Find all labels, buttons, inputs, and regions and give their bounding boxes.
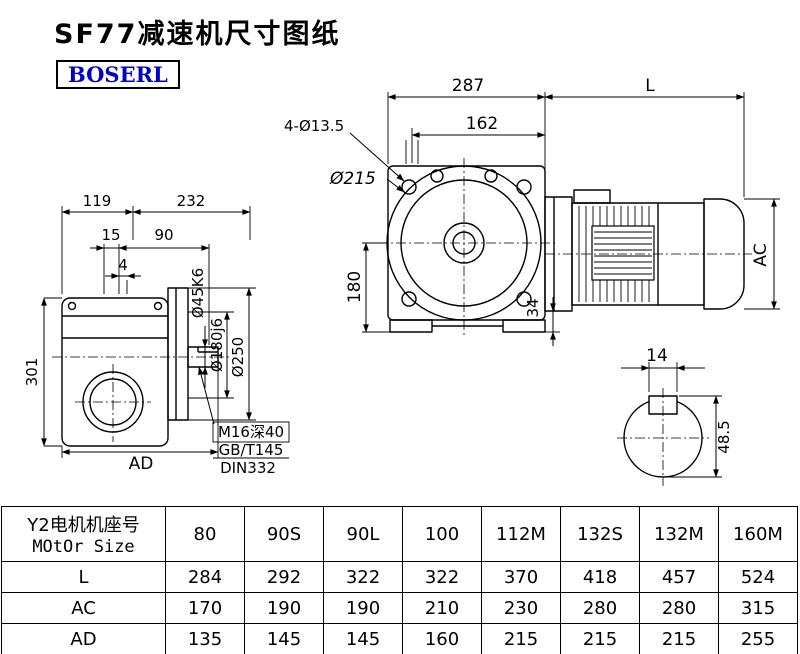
cell: 135 [165,623,245,654]
dim-232-label: 232 [177,192,206,210]
dim-l-label: L [645,76,655,96]
key-width-label: 14 [646,346,668,366]
dim-301-label: 301 [23,358,41,387]
size-table: Y2电机机座号 MOtOr Size 80 90S 90L 100 112M 1… [1,506,798,654]
table-row-ac: AC 170 190 190 210 230 280 280 315 [1,592,798,624]
page-title: SF77减速机尺寸图纸 [54,19,341,50]
row-label: AD [1,623,166,654]
cell: 457 [639,561,719,593]
front-view-centerlines [378,158,752,336]
dim-287-label: 287 [452,76,484,96]
boserl-logo: BOSERL [56,60,180,89]
section-height-label: 48.5 [715,420,733,453]
table-row-ad: AD 135 145 145 160 215 215 215 255 [1,623,798,654]
size-col-90l: 90L [323,506,403,562]
dim-ad-label: AD [129,454,154,474]
note-gb-label: GB/T145 [219,441,284,459]
cell: 230 [481,592,561,624]
dia-flange-label: Ø250 [229,337,247,377]
size-col-90s: 90S [244,506,324,562]
motor-size-header: Y2电机机座号 MOtOr Size [1,506,166,562]
size-col-132m: 132M [639,506,719,562]
cell: 210 [402,592,482,624]
front-view-extension-lines [362,92,780,333]
side-view-note-box [212,421,290,459]
size-col-100: 100 [402,506,482,562]
cell: 145 [244,623,324,654]
cell: 524 [718,561,798,593]
dim-34-label: 34 [524,298,542,317]
size-col-160m: 160M [718,506,798,562]
note-din-label: DIN332 [220,459,276,477]
cell: 215 [481,623,561,654]
size-col-80: 80 [165,506,245,562]
dim-15-label: 15 [101,226,120,244]
cell: 190 [244,592,324,624]
cell: 280 [560,592,640,624]
row-label: L [1,561,166,593]
cell: 284 [165,561,245,593]
cell: 160 [402,623,482,654]
front-view-dimension-lines [349,94,777,346]
dim-119-label: 119 [83,192,112,210]
table-row-l: L 284 292 322 322 370 418 457 524 [1,561,798,593]
cell: 315 [718,592,798,624]
technical-drawing: 119 232 15 90 4 301 AD Ø45K6 Ø180j6 Ø250… [23,76,780,486]
cell: 280 [639,592,719,624]
cell: 292 [244,561,324,593]
dia-spigot-label: Ø180j6 [208,318,226,372]
shaft-section-extension-lines [648,362,722,478]
dia-215-label: Ø215 [329,169,376,189]
cell: 145 [323,623,403,654]
side-view-dimension-lines [41,209,252,455]
size-col-112m: 112M [481,506,561,562]
cell: 255 [718,623,798,654]
header-cn: Y2电机机座号 [27,515,140,536]
dim-162-label: 162 [466,114,498,134]
front-view-outline [386,165,546,333]
size-col-132s: 132S [560,506,640,562]
dim-ac-label: AC [751,243,771,266]
shaft-section-centerlines [617,388,709,486]
cell: 170 [165,592,245,624]
cell: 190 [323,592,403,624]
cell: 322 [323,561,403,593]
side-view-centerlines [52,356,232,442]
cell: 215 [560,623,640,654]
table-header-row: Y2电机机座号 MOtOr Size 80 90S 90L 100 112M 1… [1,506,798,562]
shaft-section-dimension-lines [621,365,719,478]
row-label: AC [1,592,166,624]
note-tap-label: M16深40 [218,423,284,441]
cell: 322 [402,561,482,593]
holes-label: 4-Ø13.5 [284,117,344,135]
cell: 370 [481,561,561,593]
cell: 215 [639,623,719,654]
cell: 418 [560,561,640,593]
dim-4-label: 4 [118,256,128,274]
dim-90-label: 90 [154,226,173,244]
header-en: MOtOr Size [32,537,135,557]
dim-180-label: 180 [345,271,365,303]
dia-shaft-label: Ø45K6 [189,268,207,318]
motor-stator-block [591,225,655,281]
